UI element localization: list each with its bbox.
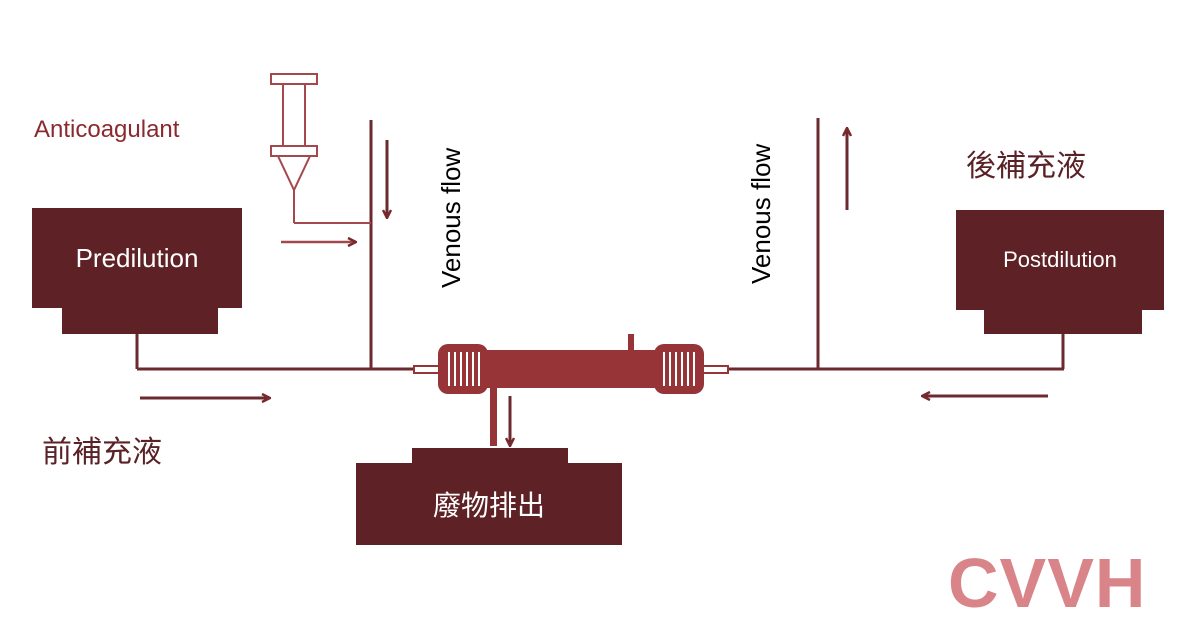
predilution-box [32,208,242,369]
anticoagulant-label: Anticoagulant [34,116,180,143]
postdilution-fluid-label: 後補充液 [966,149,1086,184]
predilution-label: Predilution [75,242,199,273]
venous-flow-label-left: Venous flow [436,147,466,288]
venous-flow-label-right: Venous flow [746,143,776,284]
waste-box [356,448,622,545]
predilution-fluid-label: 前補充液 [42,435,162,470]
postdilution-label: Postdilution [1003,247,1117,272]
postdilution-box [956,210,1164,369]
hemofilter-icon [413,334,729,446]
waste-label: 廢物排出 [432,489,545,522]
syringe-icon [270,73,371,224]
diagram-title: CVVH [948,544,1147,622]
